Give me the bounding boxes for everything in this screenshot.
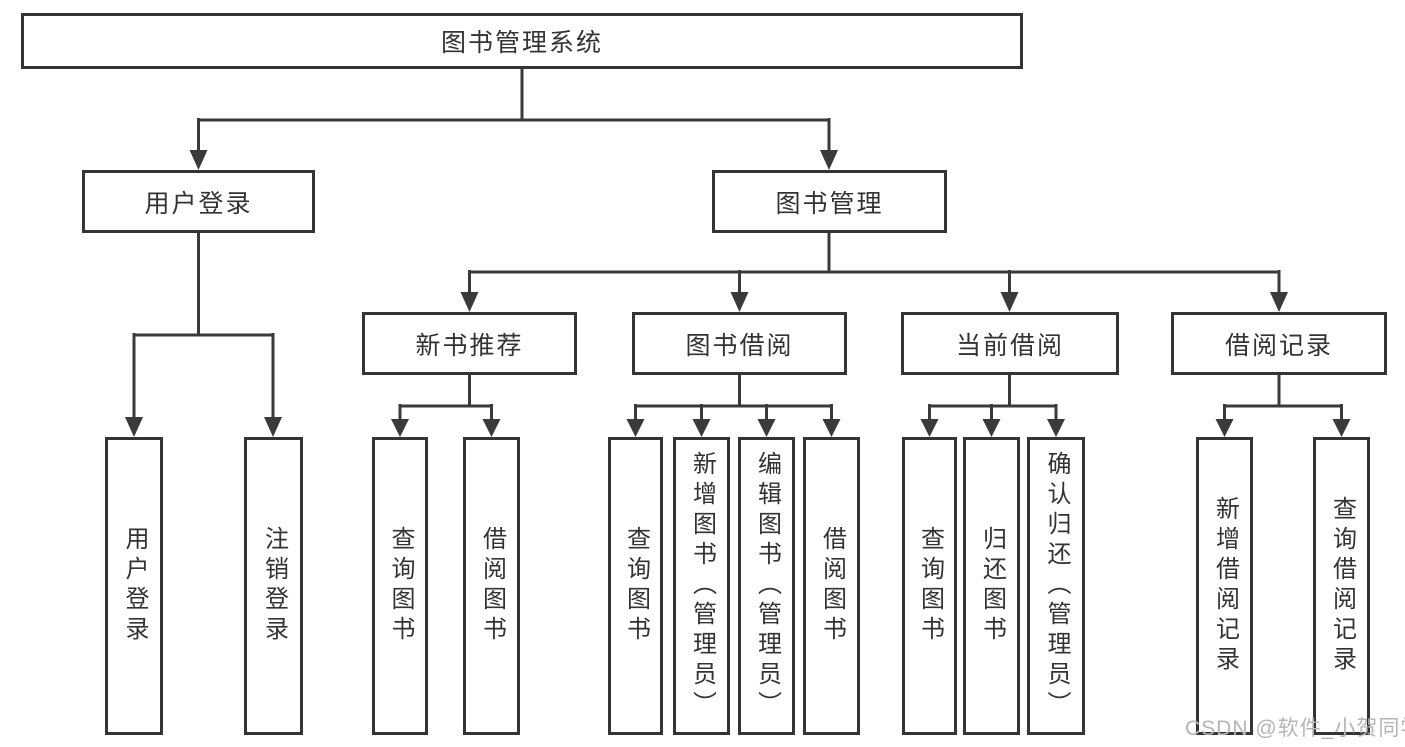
arrowhead-icon bbox=[982, 419, 1001, 437]
node-new-book-recommend: 新书推荐 bbox=[362, 312, 577, 375]
connector-new-book-recommend bbox=[391, 375, 501, 437]
node-borrowing-records: 借阅记录 bbox=[1171, 312, 1387, 375]
node-book-management: 图书管理 bbox=[712, 170, 947, 233]
arrowhead-icon bbox=[626, 419, 645, 437]
arrowhead-icon bbox=[125, 417, 143, 437]
arrowhead-icon bbox=[757, 419, 776, 437]
node-label: 当前借阅 bbox=[955, 331, 1064, 360]
leaf-label: 查询图书 bbox=[387, 526, 414, 646]
node-label: 借阅记录 bbox=[1224, 331, 1333, 360]
node-label: 新书推荐 bbox=[415, 331, 524, 360]
leaf-logout-login: 注销登录 bbox=[244, 437, 303, 735]
node-current-borrowing: 当前借阅 bbox=[901, 312, 1119, 375]
connector-borrowing-records bbox=[1215, 375, 1351, 437]
leaf-borrowing-edit-books-admin: 编辑图书（管理员） bbox=[738, 437, 795, 735]
arrowhead-icon bbox=[692, 419, 711, 437]
connector-book-borrowing bbox=[626, 375, 841, 437]
arrowhead-icon bbox=[1270, 292, 1288, 312]
leaf-current-confirm-return-admin: 确认归还（管理员） bbox=[1027, 437, 1085, 735]
watermark-csdn: CSDN @软件_小贺同学 bbox=[1185, 717, 1405, 740]
leaf-recommend-borrow-books: 借阅图书 bbox=[463, 437, 520, 735]
leaf-label: 注销登录 bbox=[260, 526, 288, 646]
leaf-borrowing-search-books: 查询图书 bbox=[608, 437, 663, 735]
leaf-label: 查询借阅记录 bbox=[1328, 496, 1356, 676]
connector-user-login bbox=[125, 233, 282, 437]
leaf-label: 新增图书（管理员） bbox=[688, 451, 716, 721]
leaf-label: 用户登录 bbox=[121, 526, 148, 646]
leaf-label: 查询图书 bbox=[622, 526, 650, 646]
arrowhead-icon bbox=[822, 419, 841, 437]
arrowhead-icon bbox=[820, 150, 838, 170]
node-label: 图书管理 bbox=[775, 189, 884, 218]
leaf-label: 确认归还（管理员） bbox=[1043, 451, 1070, 721]
arrowhead-icon bbox=[482, 419, 501, 437]
arrowhead-icon bbox=[1215, 419, 1234, 437]
leaf-records-search-record: 查询借阅记录 bbox=[1313, 437, 1370, 735]
arrowhead-icon bbox=[1047, 419, 1065, 437]
node-label: 图书借阅 bbox=[685, 331, 794, 360]
leaf-label: 借阅图书 bbox=[478, 526, 506, 646]
node-library-management-system: 图书管理系统 bbox=[21, 13, 1023, 69]
connector-root bbox=[189, 67, 838, 170]
arrowhead-icon bbox=[1332, 419, 1351, 437]
arrowhead-icon bbox=[1000, 292, 1019, 312]
node-book-borrowing: 图书借阅 bbox=[632, 312, 847, 375]
arrowhead-icon bbox=[460, 292, 479, 312]
arrowhead-icon bbox=[391, 419, 409, 437]
leaf-label: 借阅图书 bbox=[818, 526, 846, 646]
connector-current-borrowing bbox=[920, 375, 1065, 437]
connector-book-management bbox=[460, 233, 1288, 312]
leaf-label: 编辑图书（管理员） bbox=[753, 451, 781, 721]
arrowhead-icon bbox=[730, 292, 749, 312]
leaf-current-search-books: 查询图书 bbox=[902, 437, 957, 735]
leaf-user-login: 用户登录 bbox=[105, 437, 163, 735]
node-label: 图书管理系统 bbox=[440, 29, 603, 57]
arrowhead-icon bbox=[189, 150, 208, 170]
node-user-login: 用户登录 bbox=[82, 170, 315, 233]
leaf-label: 归还图书 bbox=[978, 526, 1006, 646]
arrowhead-icon bbox=[920, 419, 939, 437]
leaf-borrowing-borrow-books: 借阅图书 bbox=[803, 437, 860, 735]
leaf-records-add-record: 新增借阅记录 bbox=[1196, 437, 1253, 735]
leaf-label: 查询图书 bbox=[916, 526, 944, 646]
leaf-label: 新增借阅记录 bbox=[1211, 496, 1239, 676]
leaf-borrowing-add-books-admin: 新增图书（管理员） bbox=[673, 437, 730, 735]
arrowhead-icon bbox=[264, 417, 282, 437]
node-label: 用户登录 bbox=[144, 189, 253, 218]
leaf-current-return-books: 归还图书 bbox=[963, 437, 1020, 735]
leaf-recommend-search-books: 查询图书 bbox=[372, 437, 428, 735]
